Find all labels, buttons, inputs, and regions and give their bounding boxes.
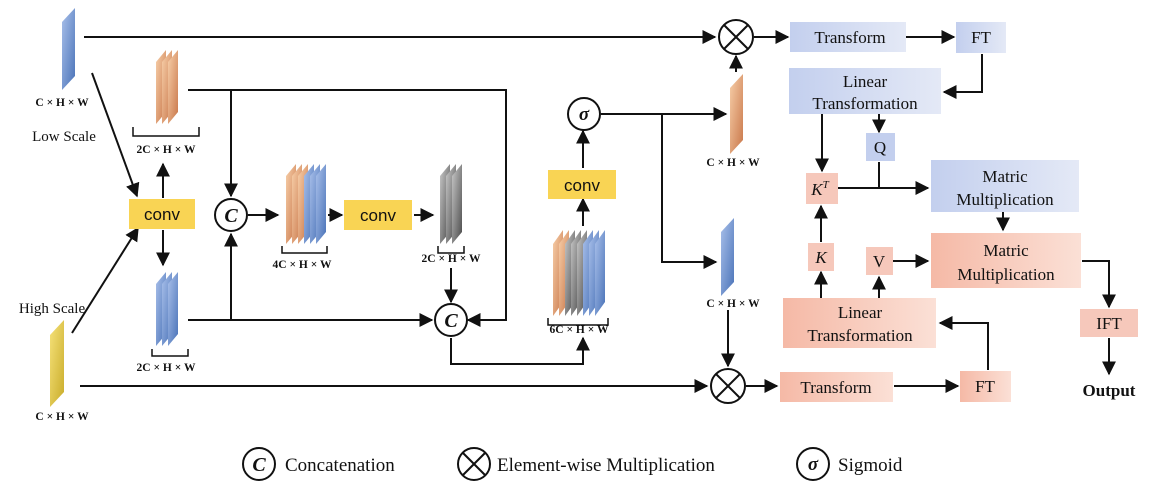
q-box: Q (866, 133, 895, 161)
k-label: K (814, 248, 828, 267)
linear-top-line1: Linear (843, 72, 888, 91)
legend-sigmoid-icon: σ (796, 447, 830, 481)
conv-box-2: conv (344, 200, 412, 230)
v-label: V (873, 252, 886, 271)
sigmoid-circle: σ (567, 97, 601, 131)
transform-top-label: Transform (814, 28, 885, 47)
kt-label-k: K (810, 180, 824, 199)
matric-top-line1: Matric (982, 167, 1028, 186)
linear-transformation-top-box: Linear Transformation (789, 68, 941, 114)
line-orange-to-concat2 (188, 89, 507, 327)
linear-transformation-bottom-box: Linear Transformation (783, 298, 936, 348)
conv-box-3: conv (548, 170, 616, 199)
concat-symbol-1: C (224, 205, 238, 227)
ft-bottom-box: FT (960, 371, 1011, 402)
dim-label-low: C × H × W (35, 97, 89, 109)
bracket-gray (437, 246, 465, 254)
matric-multiplication-bottom-box: Matric Multiplication (931, 233, 1081, 288)
legend-sigmoid-symbol: σ (808, 454, 819, 475)
high-scale-feature (50, 320, 64, 407)
attention-orange-feature (730, 74, 743, 154)
kt-label: KT (810, 179, 829, 199)
kt-label-sup: T (823, 179, 830, 191)
ft-top-label: FT (971, 28, 991, 47)
legend-concat-icon: C (242, 447, 276, 481)
conv-box-1-label: conv (144, 205, 180, 224)
line-low-to-conv (91, 72, 140, 198)
linear-bottom-line2: Transformation (807, 326, 913, 345)
transform-bottom-label: Transform (800, 378, 871, 397)
dim-label-att-blue: C × H × W (706, 298, 760, 310)
blue-feature-stack (156, 272, 178, 346)
gray-feature-stack (440, 164, 462, 244)
kt-box: KT (806, 173, 838, 204)
conv-box-1: conv (129, 199, 195, 229)
multiply-circle-1 (718, 19, 754, 55)
linear-top-line2: Transformation (812, 94, 918, 113)
transform-top-box: Transform (790, 22, 906, 52)
linear-bottom-line1: Linear (838, 303, 883, 322)
legend-multiply-icon (457, 447, 491, 481)
dim-label-orange: 2C × H × W (137, 144, 196, 156)
high-scale-label: High Scale (19, 301, 86, 317)
low-scale-feature (62, 8, 75, 90)
dim-label-high: C × H × W (35, 411, 89, 423)
concat-circle-1: C (214, 198, 248, 232)
legend-concatenation: Concatenation (285, 455, 395, 476)
line-ft-to-linear-top (942, 54, 983, 99)
legend: C Concatenation Element-wise Multiplicat… (242, 447, 903, 481)
legend-multiplication: Element-wise Multiplication (497, 455, 715, 476)
line-high-to-conv (71, 226, 139, 334)
ft-bottom-label: FT (975, 377, 995, 396)
line-q-to-matric1 (878, 162, 930, 195)
q-label: Q (874, 138, 886, 157)
transform-bottom-box: Transform (780, 372, 893, 402)
sigmoid-symbol: σ (579, 104, 590, 125)
ft-top-box: FT (956, 22, 1006, 53)
ift-box: IFT (1080, 309, 1138, 337)
v-box: V (866, 247, 893, 275)
dim-label-gray: 2C × H × W (422, 253, 481, 265)
bracket-6c (547, 318, 609, 326)
bracket-orange (132, 127, 200, 137)
matric-bottom-line1: Matric (983, 241, 1029, 260)
legend-concat-symbol: C (252, 454, 266, 476)
concat-symbol-2: C (444, 310, 458, 332)
conv-box-3-label: conv (564, 176, 600, 195)
orange-feature-stack (156, 50, 178, 124)
line-sigmoid-to-blue (601, 113, 718, 269)
concat-6c-feature-stack (553, 230, 605, 316)
concat-4c-feature-stack (286, 164, 326, 244)
line-ft-to-linear-bottom (938, 316, 989, 370)
low-scale-label: Low Scale (32, 129, 96, 145)
k-box: K (808, 243, 834, 271)
conv-box-2-label: conv (360, 206, 396, 225)
concat-circle-2: C (434, 303, 468, 337)
legend-sigmoid: Sigmoid (838, 455, 903, 476)
matric-bottom-line2: Multiplication (957, 265, 1055, 284)
dim-label-blue: 2C × H × W (137, 362, 196, 374)
bracket-4c (281, 246, 328, 254)
attention-blue-feature (721, 218, 734, 296)
matric-multiplication-top-box: Matric Multiplication (931, 160, 1079, 212)
multiply-circle-2 (710, 368, 746, 404)
dim-label-att-orange: C × H × W (706, 157, 760, 169)
output-label: Output (1083, 381, 1136, 400)
matric-top-line2: Multiplication (956, 190, 1054, 209)
dim-label-4c: 4C × H × W (273, 259, 332, 271)
ift-label: IFT (1096, 314, 1122, 333)
line-matric2-to-ift (1082, 260, 1116, 309)
line-concat2-to-6c (450, 336, 590, 365)
bracket-blue (151, 349, 189, 357)
dim-label-6c: 6C × H × W (550, 324, 609, 336)
